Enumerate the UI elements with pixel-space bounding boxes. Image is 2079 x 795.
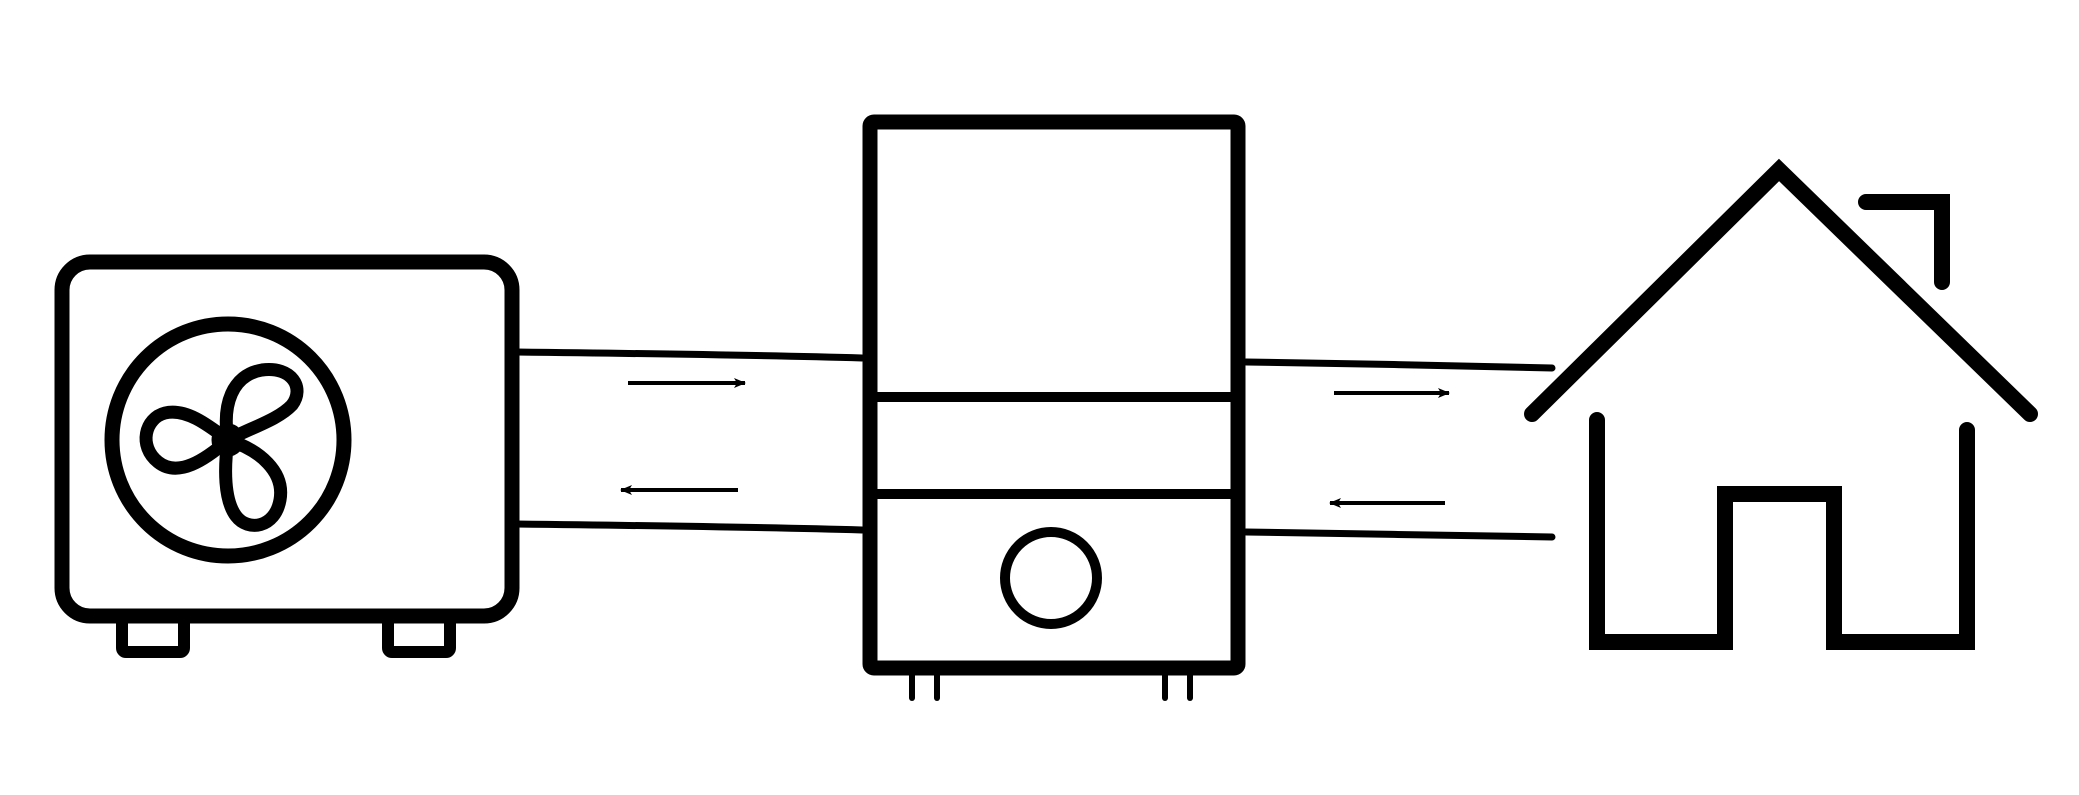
indoor-unit-dial-icon <box>1000 527 1102 629</box>
return-pipe <box>1242 528 1556 541</box>
house-icon <box>1524 158 2038 650</box>
fan-icon <box>139 363 304 532</box>
supply-pipe <box>512 348 866 362</box>
house-chimney <box>1858 194 1950 290</box>
pipes-outdoor-to-indoor <box>512 348 866 534</box>
fan-blade <box>219 363 304 447</box>
house-walls-and-door <box>1589 412 1975 650</box>
outdoor-unit-casing <box>54 254 520 624</box>
flow-arrows-outdoor-to-indoor <box>620 378 746 495</box>
outdoor-fan-unit-icon <box>54 254 520 658</box>
supply-pipe <box>1242 358 1556 372</box>
indoor-unit-pipe-stubs <box>909 671 1193 701</box>
pipes-indoor-to-house <box>1242 358 1556 541</box>
outdoor-unit-foot-left <box>116 610 190 658</box>
fan-hub <box>211 423 245 457</box>
fan-blade <box>219 433 288 532</box>
house-roof <box>1524 158 2038 422</box>
return-pipe <box>512 520 866 534</box>
outdoor-unit-foot-right <box>382 610 456 658</box>
flow-arrows-indoor-to-house <box>1329 388 1450 508</box>
fan-outer-ring <box>104 316 352 564</box>
fan-blade <box>139 405 235 475</box>
indoor-boiler-unit-icon <box>862 114 1246 701</box>
